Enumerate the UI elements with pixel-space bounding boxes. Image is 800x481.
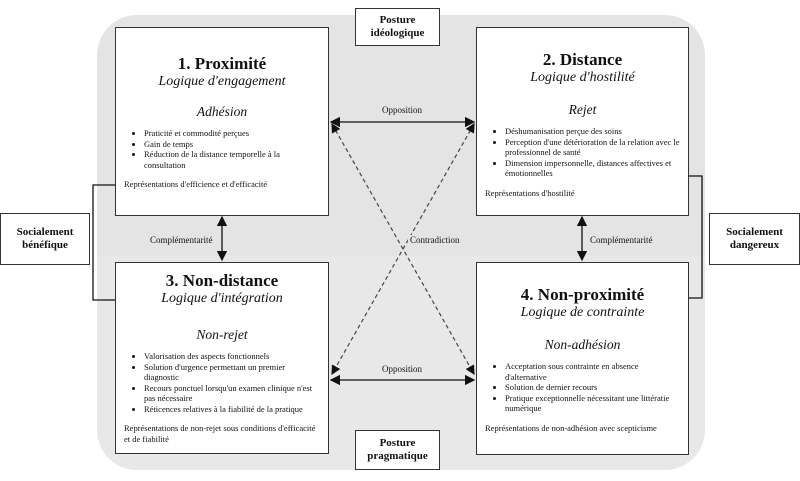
contradiction-label: Contradiction	[408, 235, 462, 245]
list-item: Solution d'urgence permettant un premier…	[144, 362, 320, 383]
quadrant-stance: Adhésion	[196, 104, 248, 119]
opposition-bottom-label: Opposition	[380, 364, 425, 374]
quadrant-non-proximite: 4. Non-proximité Logique de contrainte N…	[476, 262, 689, 455]
left-bracket	[92, 184, 115, 301]
list-item: Perception d'une détérioration de la rel…	[505, 137, 680, 158]
quadrant-representation: Représentations de non-rejet sous condit…	[124, 423, 316, 444]
posture-ideologique: Posture idéologique	[355, 8, 440, 46]
quadrant-title: 3. Non-distance	[165, 271, 279, 290]
opposition-top-label: Opposition	[380, 105, 425, 115]
quadrant-title: 4. Non-proximité	[520, 285, 645, 304]
socialement-dangereux: Socialement dangereux	[709, 213, 800, 265]
quadrant-proximite: 1. Proximité Logique d'engagement Adhési…	[115, 27, 329, 216]
quadrant-logic: Logique d'engagement	[158, 74, 286, 89]
list-item: Recours ponctuel lorsqu'un examen cliniq…	[144, 383, 320, 404]
quadrant-title: 1. Proximité	[177, 54, 267, 73]
socialement-benefique: Socialement bénéfique	[0, 213, 90, 265]
list-item: Praticité et commodité perçues	[144, 128, 320, 139]
contradiction-line-2	[331, 122, 475, 376]
quadrant-stance: Non-rejet	[196, 327, 248, 342]
list-item: Valorisation des aspects fonctionnels	[144, 351, 320, 362]
quadrant-representation: Représentations d'efficience et d'effica…	[124, 179, 268, 189]
list-item: Acceptation sous contrainte en absence d…	[505, 361, 680, 382]
posture-pragmatique: Posture pragmatique	[355, 430, 440, 470]
quadrant-distance: 2. Distance Logique d'hostilité Rejet Dé…	[476, 27, 689, 216]
list-item: Déshumanisation perçue des soins	[505, 126, 680, 137]
quadrant-stance: Rejet	[568, 102, 597, 117]
quadrant-title: 2. Distance	[542, 50, 623, 69]
quadrant-logic: Logique d'intégration	[161, 291, 283, 306]
list-item: Solution de dernier recours	[505, 382, 680, 393]
quadrant-logic: Logique d'hostilité	[530, 70, 635, 85]
quadrant-logic: Logique de contrainte	[520, 305, 645, 320]
complementarity-left-label: Complémentarité	[148, 235, 215, 245]
list-item: Gain de temps	[144, 139, 320, 150]
right-bracket	[688, 175, 703, 299]
complementarity-right-label: Complémentarité	[588, 235, 655, 245]
list-item: Réticences relatives à la fiabilité de l…	[144, 404, 320, 415]
quadrant-representation: Représentations d'hostilité	[485, 187, 575, 198]
list-item: Pratique exceptionnelle nécessitant une …	[505, 393, 680, 414]
quadrant-stance: Non-adhésion	[544, 337, 621, 352]
quadrant-non-distance: 3. Non-distance Logique d'intégration No…	[115, 262, 329, 454]
quadrant-representation: Représentations de non-adhésion avec sce…	[485, 422, 657, 433]
list-item: Réduction de la distance temporelle à la…	[144, 149, 320, 170]
list-item: Dimension impersonnelle, distances affec…	[505, 158, 680, 179]
